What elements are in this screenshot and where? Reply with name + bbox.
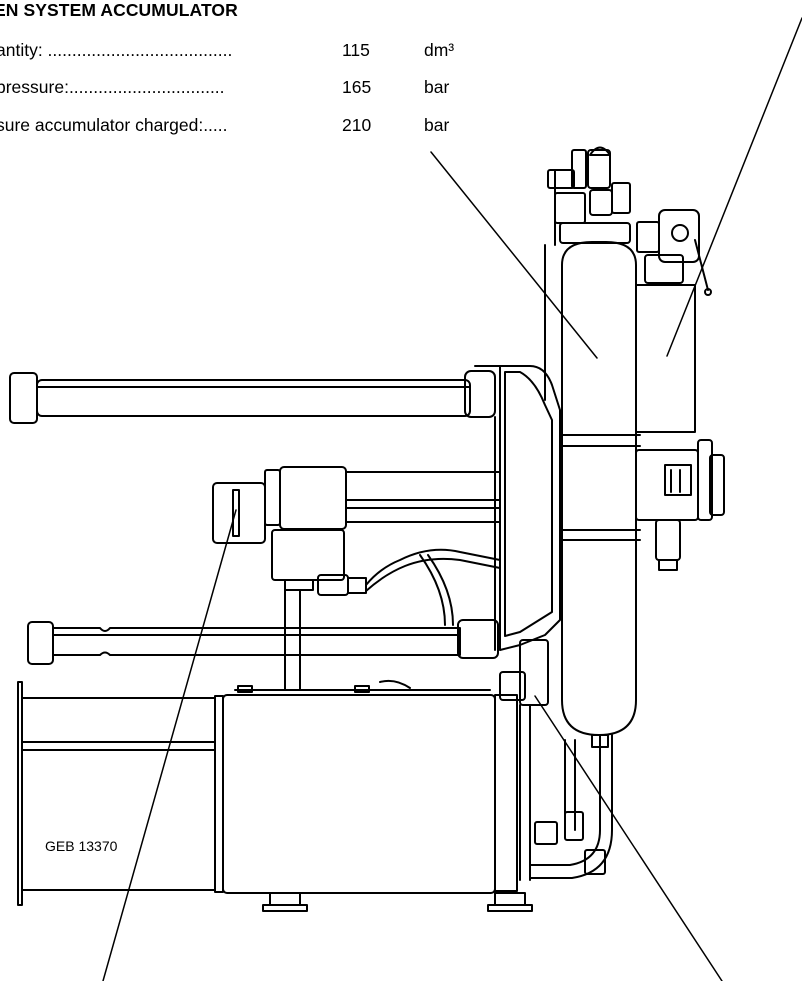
- drawing-code: GEB 13370: [45, 838, 118, 854]
- side-valve-assembly: [635, 439, 725, 571]
- pump-piping: [519, 639, 613, 881]
- spec-unit: dm³: [424, 40, 455, 60]
- spec-label: antity: ................................…: [0, 40, 233, 60]
- accumulator-bottle: [561, 241, 641, 748]
- spec-unit: bar: [424, 77, 450, 97]
- hydraulic-tank: [17, 671, 533, 912]
- spec-value: 165: [342, 77, 372, 97]
- spec-label: sure accumulator charged:.....: [0, 115, 228, 135]
- lower-cylinder: [27, 619, 499, 665]
- leader-line-accumulator: [430, 151, 598, 359]
- spec-unit: bar: [424, 115, 450, 135]
- leader-line-top-right: [666, 17, 802, 357]
- leader-line-valve: [102, 509, 237, 981]
- spec-value: 210: [342, 115, 372, 135]
- section-heading: EN SYSTEM ACCUMULATOR: [0, 0, 238, 20]
- spec-value: 115: [342, 40, 370, 60]
- top-fittings: [547, 146, 712, 296]
- leader-line-pump: [534, 695, 723, 981]
- leader-lines: [102, 17, 802, 981]
- upper-cylinder: [9, 370, 496, 424]
- spec-label: pressure:...............................…: [0, 77, 225, 97]
- main-frame: [474, 365, 561, 651]
- valve-block: [212, 466, 501, 691]
